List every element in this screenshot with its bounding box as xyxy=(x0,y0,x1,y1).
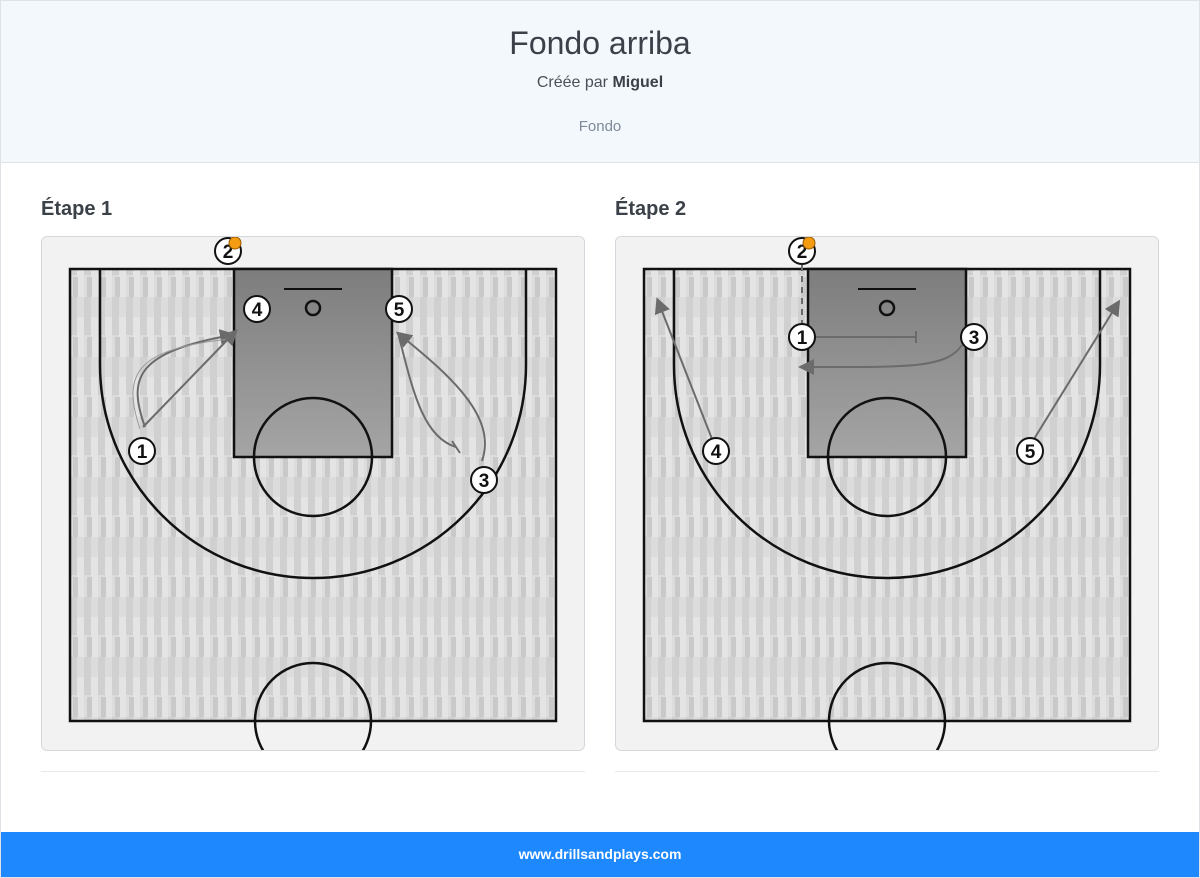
player-5[interactable]: 5 xyxy=(1016,437,1044,465)
rim xyxy=(878,299,896,317)
player-5-label: 5 xyxy=(1025,442,1036,463)
cut-arrow-1-shadow xyxy=(132,338,231,430)
player-3[interactable]: 3 xyxy=(960,323,988,351)
screen-arrow-5 xyxy=(397,332,457,448)
step-2-diagram: 2 1 3 4 5 xyxy=(616,237,1158,750)
player-4-label: 4 xyxy=(252,300,263,321)
cut-arrow-4 xyxy=(654,297,713,440)
paint-area xyxy=(806,267,968,459)
player-2-label: 2 xyxy=(797,242,808,263)
step-1-divider xyxy=(41,771,585,772)
cut-arrow-3 xyxy=(395,331,486,462)
rim xyxy=(304,299,322,317)
screen-arrow-4 xyxy=(142,329,238,428)
player-1-label: 1 xyxy=(137,442,148,463)
player-4[interactable]: 4 xyxy=(243,295,271,323)
step-1-diagram: 2 4 5 1 3 xyxy=(42,237,584,750)
player-5-label: 5 xyxy=(394,300,405,321)
ball-icon xyxy=(802,237,816,250)
step-2-divider xyxy=(615,771,1159,772)
step-2-title: Étape 2 xyxy=(615,198,687,220)
player-1-label: 1 xyxy=(797,328,808,349)
play-header: Fondo arriba Créée par Miguel Fondo xyxy=(1,1,1199,163)
player-4[interactable]: 4 xyxy=(702,437,730,465)
three-point-line xyxy=(98,269,528,580)
player-3[interactable]: 3 xyxy=(470,466,498,494)
step-1-court: 2 4 5 1 3 xyxy=(41,236,585,751)
author-line: Créée par Miguel xyxy=(1,74,1199,92)
center-circle xyxy=(827,661,947,750)
free-throw-circle xyxy=(826,396,948,518)
player-2[interactable]: 2 xyxy=(214,237,242,265)
player-3-label: 3 xyxy=(969,328,980,349)
cut-arrow-1 xyxy=(136,329,236,428)
category-tag[interactable]: Fondo xyxy=(578,118,622,135)
play-title: Fondo arriba xyxy=(509,25,691,61)
step-2-court: 2 1 3 4 5 xyxy=(615,236,1159,751)
ball-icon xyxy=(228,237,242,250)
player-2[interactable]: 2 xyxy=(788,237,816,265)
player-4-label: 4 xyxy=(711,442,722,463)
player-3-label: 3 xyxy=(479,471,490,492)
author-prefix: Créée par xyxy=(536,74,609,91)
author-name: Miguel xyxy=(612,74,664,91)
player-2-label: 2 xyxy=(223,242,234,263)
free-throw-circle xyxy=(252,396,374,518)
footer-link[interactable]: www.drillsandplays.com xyxy=(518,846,682,862)
player-1[interactable]: 1 xyxy=(128,437,156,465)
site-footer: www.drillsandplays.com xyxy=(1,832,1199,877)
three-point-line xyxy=(672,269,1102,580)
cut-arrow-5 xyxy=(1033,299,1121,440)
step-1-title: Étape 1 xyxy=(41,198,113,220)
player-5[interactable]: 5 xyxy=(385,295,413,323)
screen-end-5 xyxy=(451,440,461,454)
cut-arrow-3 xyxy=(798,344,963,376)
center-circle xyxy=(253,661,373,750)
player-1[interactable]: 1 xyxy=(788,323,816,351)
